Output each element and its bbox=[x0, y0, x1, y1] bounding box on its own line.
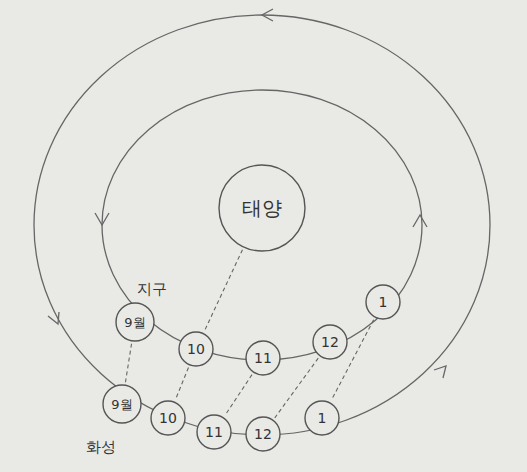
earth-position: 9월 bbox=[115, 302, 155, 342]
sight-line bbox=[225, 375, 252, 416]
node-text: 12 bbox=[254, 427, 272, 441]
node-text: 10 bbox=[187, 342, 205, 356]
sight-line bbox=[204, 250, 242, 331]
circle-shape bbox=[366, 285, 400, 319]
sight-line bbox=[125, 344, 131, 383]
circle-shape bbox=[246, 417, 280, 451]
circle-shape bbox=[197, 415, 231, 449]
mars-orbit bbox=[34, 15, 490, 435]
mars-position: 1 bbox=[304, 400, 340, 436]
planet-label: 지구 bbox=[137, 282, 167, 297]
mars-position: 9월 bbox=[102, 384, 142, 424]
orbit-arrow bbox=[95, 213, 109, 225]
earth-orbit bbox=[102, 90, 422, 360]
circle-shape bbox=[179, 332, 213, 366]
mars-position: 12 bbox=[245, 416, 281, 452]
orbit-arrow bbox=[262, 9, 273, 21]
node-text: 12 bbox=[321, 335, 339, 349]
node-text: 9월 bbox=[111, 398, 132, 411]
earth-position: 11 bbox=[245, 340, 281, 376]
circle-shape bbox=[305, 401, 339, 435]
earth-position: 1 bbox=[365, 284, 401, 320]
node-text: 1 bbox=[379, 295, 388, 309]
node-text: 11 bbox=[205, 425, 223, 439]
orbit-arrow bbox=[413, 215, 427, 227]
mars-position: 11 bbox=[196, 414, 232, 450]
node-text: 10 bbox=[159, 411, 177, 425]
circle-shape bbox=[246, 341, 280, 375]
orbit-arrow bbox=[434, 366, 446, 378]
sight-line bbox=[176, 368, 189, 400]
earth-position: 10 bbox=[178, 331, 214, 367]
earth-position: 12 bbox=[312, 324, 348, 360]
circle-shape bbox=[151, 401, 185, 435]
circle-shape bbox=[103, 385, 141, 423]
node-text: 9월 bbox=[124, 316, 145, 329]
node-text: 1 bbox=[318, 411, 327, 425]
circle-shape bbox=[313, 325, 347, 359]
sun-circle: 태양 bbox=[218, 164, 306, 252]
node-text: 태양 bbox=[242, 198, 282, 218]
circle-shape bbox=[116, 303, 154, 341]
node-text: 11 bbox=[254, 351, 272, 365]
mars-position: 10 bbox=[150, 400, 186, 436]
circle-shape bbox=[219, 165, 305, 251]
planet-label: 화성 bbox=[86, 440, 116, 455]
orbit-arrow bbox=[48, 312, 59, 324]
